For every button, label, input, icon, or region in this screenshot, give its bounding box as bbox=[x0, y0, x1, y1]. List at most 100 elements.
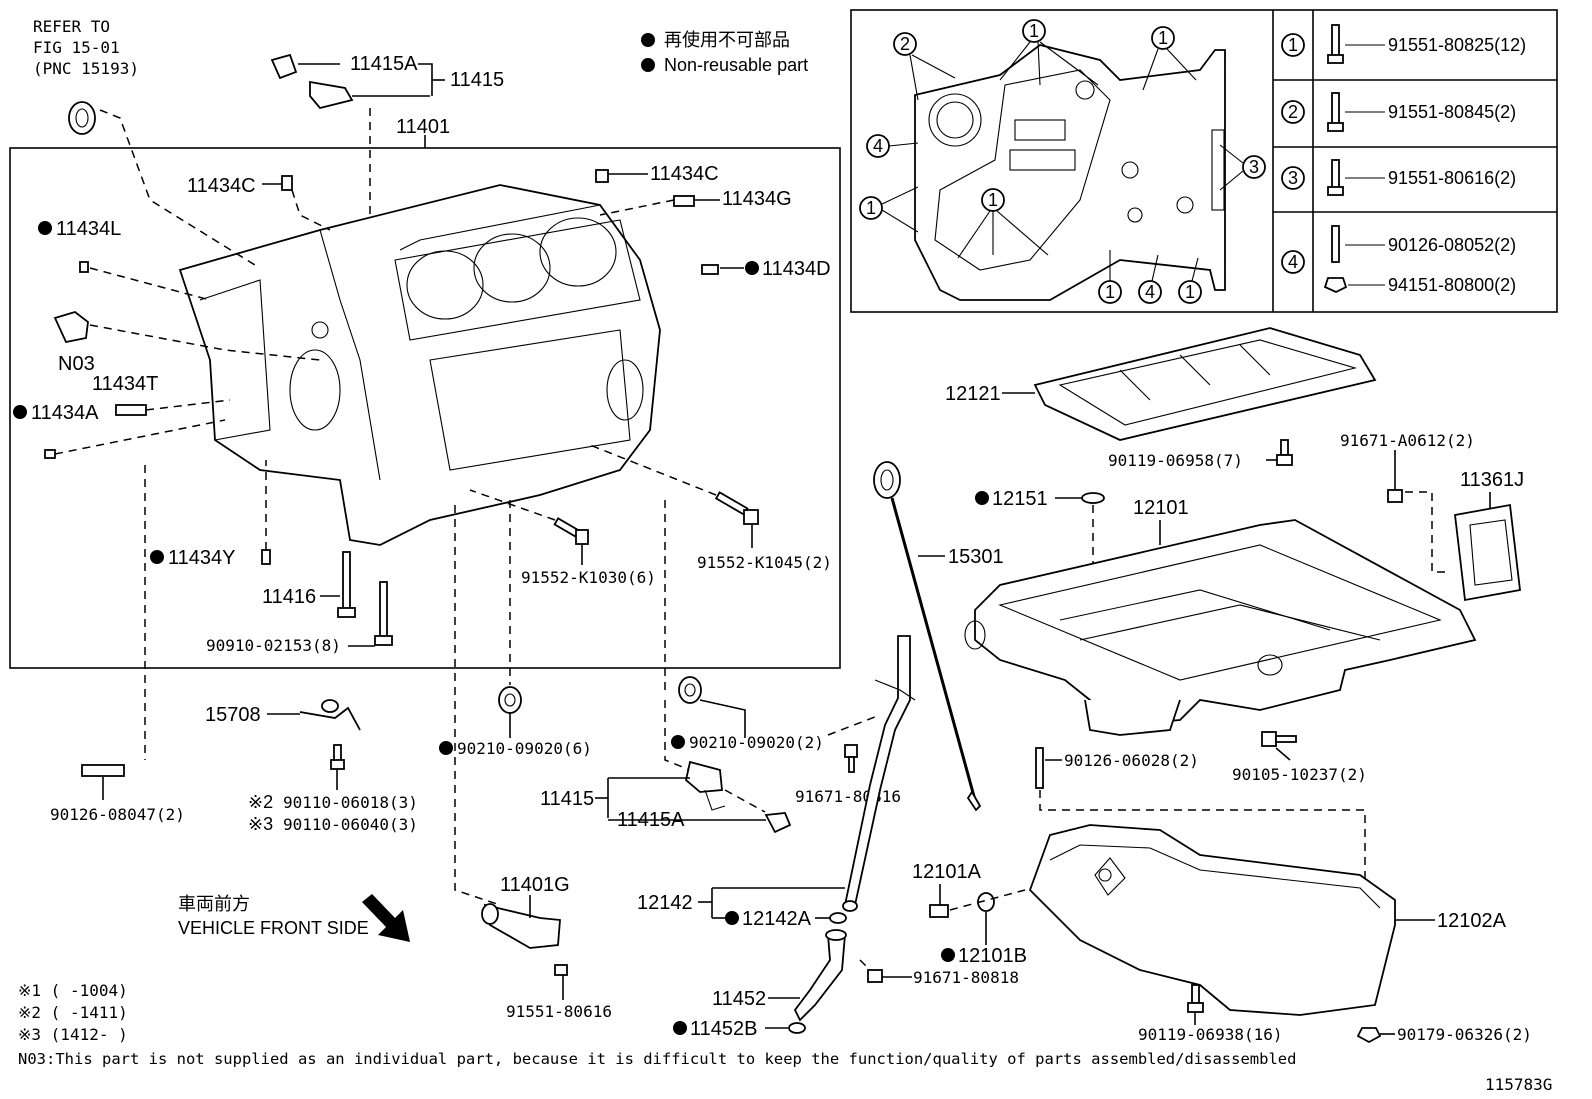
svg-text:1: 1 bbox=[1288, 35, 1298, 55]
label-91671-80818: 91671-80818 bbox=[913, 968, 1019, 987]
label-11434T: 11434T bbox=[92, 373, 158, 395]
svg-text:2: 2 bbox=[900, 34, 910, 54]
refer-line-1: REFER TO bbox=[33, 17, 110, 36]
bolt-table-row-4: 4 90126-08052(2) 94151-80800(2) bbox=[1281, 225, 1516, 295]
label-90210-09020-6: 90210-09020(6) bbox=[457, 739, 592, 758]
label-90126-06028: 90126-06028(2) bbox=[1064, 751, 1199, 770]
label-15708: 15708 bbox=[205, 704, 261, 726]
bolt-table-part-1: 91551-80825(12) bbox=[1388, 35, 1526, 55]
label-12142A: 12142A bbox=[742, 908, 812, 930]
label-11415-bottom: 11415 bbox=[540, 788, 594, 810]
cylinder-block-illustration bbox=[178, 184, 661, 546]
baffle-plate-12121-part bbox=[1033, 327, 1377, 441]
inset-callout-1-d: 1 bbox=[957, 188, 1049, 259]
inset-callout-1-c: 1 bbox=[859, 186, 919, 233]
label-12121: 12121 bbox=[945, 383, 1001, 405]
drain-plug-12101A bbox=[929, 904, 949, 918]
footnote-1: ※1 ( -1004) bbox=[18, 981, 128, 1000]
mark-2: ※2 bbox=[248, 792, 273, 812]
sensor-11415-bottom-part bbox=[685, 760, 792, 834]
footnote-n03: N03:This part is not supplied as an indi… bbox=[18, 1050, 1296, 1068]
inset-callout-1-f: 1 bbox=[1178, 257, 1202, 304]
svg-text:3: 3 bbox=[1288, 168, 1298, 188]
non-reusable-dot-icon bbox=[725, 911, 739, 925]
svg-text:4: 4 bbox=[1288, 252, 1298, 272]
non-reusable-dot-icon bbox=[941, 948, 955, 962]
label-11401: 11401 bbox=[396, 116, 450, 138]
inset-callout-4-b: 4 bbox=[1138, 254, 1162, 304]
oil-seal-part bbox=[68, 101, 96, 135]
label-N03: N03 bbox=[58, 353, 95, 375]
bolt-91552-K1030 bbox=[553, 517, 589, 545]
front-direction-arrow-icon bbox=[362, 894, 410, 942]
svg-text:1: 1 bbox=[1029, 21, 1039, 41]
inset-callout-3: 3 bbox=[1219, 144, 1266, 191]
label-11415A-top: 11415A bbox=[350, 53, 418, 75]
non-reusable-dot-icon bbox=[439, 741, 453, 755]
label-11434G: 11434G bbox=[722, 188, 792, 210]
label-90110-06018: 90110-06018(3) bbox=[283, 793, 418, 812]
label-15301: 15301 bbox=[948, 546, 1004, 568]
dipstick-tube-11452-part bbox=[793, 929, 847, 1022]
mark-3: ※3 bbox=[248, 814, 273, 834]
sensor-11415-part bbox=[270, 53, 354, 110]
label-91552-K1030: 91552-K1030(6) bbox=[521, 568, 656, 587]
label-11401G: 11401G bbox=[500, 874, 570, 896]
label-90210-09020-2: 90210-09020(2) bbox=[689, 733, 824, 752]
inset-callout-1-a: 1 bbox=[999, 19, 1099, 86]
inset-callout-2: 2 bbox=[893, 32, 956, 101]
label-12101B: 12101B bbox=[958, 945, 1027, 967]
label-91551-80616: 91551-80616 bbox=[506, 1002, 612, 1021]
svg-text:2: 2 bbox=[1288, 102, 1298, 122]
non-reusable-dot-icon bbox=[641, 33, 655, 47]
label-11416: 11416 bbox=[262, 586, 316, 608]
refer-line-3: (PNC 15193) bbox=[33, 59, 139, 78]
inset-callout-1-b: 1 bbox=[1142, 26, 1197, 91]
svg-text:1: 1 bbox=[1158, 28, 1168, 48]
bolt-table-row-1: 1 91551-80825(12) bbox=[1281, 24, 1526, 64]
label-90110-06040: 90110-06040(3) bbox=[283, 815, 418, 834]
bolt-table-row-2: 2 91551-80845(2) bbox=[1281, 92, 1516, 132]
inset-frame bbox=[850, 9, 1558, 313]
label-91552-K1045: 91552-K1045(2) bbox=[697, 553, 832, 572]
svg-text:4: 4 bbox=[1145, 282, 1155, 302]
label-12151: 12151 bbox=[992, 488, 1048, 510]
non-reusable-dot-icon bbox=[745, 261, 759, 275]
label-90119-06958: 90119-06958(7) bbox=[1108, 451, 1243, 470]
label-90105-10237: 90105-10237(2) bbox=[1232, 765, 1367, 784]
label-11434L: 11434L bbox=[56, 218, 121, 240]
stud-90126-08047 bbox=[81, 764, 125, 777]
dipstick-guide-12142-part bbox=[842, 635, 916, 912]
label-90126-08047: 90126-08047(2) bbox=[50, 805, 185, 824]
bolt-table-part-2: 91551-80845(2) bbox=[1388, 102, 1516, 122]
footnote-3: ※3 (1412- ) bbox=[18, 1025, 128, 1044]
dipstick-15301-part bbox=[873, 461, 982, 812]
svg-text:3: 3 bbox=[1249, 157, 1259, 177]
label-91671-A0612: 91671-A0612(2) bbox=[1340, 431, 1475, 450]
label-12102A: 12102A bbox=[1437, 910, 1507, 932]
stud-90126-06028 bbox=[1035, 747, 1044, 789]
label-11434Y: 11434Y bbox=[168, 547, 235, 569]
nut-90179-06326 bbox=[1356, 1027, 1382, 1044]
non-reusable-dot-icon bbox=[13, 405, 27, 419]
bolt-91671-80816 bbox=[844, 744, 858, 773]
bolt-table-part-4: 90126-08052(2) bbox=[1388, 235, 1516, 255]
label-11415-top: 11415 bbox=[450, 69, 504, 91]
label-11434C-right: 11434C bbox=[650, 163, 719, 185]
label-11361J: 11361J bbox=[1460, 469, 1524, 491]
bolt-91552-K1045 bbox=[714, 491, 759, 525]
sensor-11401G-part bbox=[481, 903, 561, 949]
timing-cover-illustration bbox=[914, 44, 1226, 301]
svg-text:1: 1 bbox=[1185, 282, 1195, 302]
direction-en: VEHICLE FRONT SIDE bbox=[178, 918, 369, 938]
label-12101A: 12101A bbox=[912, 861, 982, 883]
svg-text:1: 1 bbox=[866, 198, 876, 218]
inset-callout-4-a: 4 bbox=[866, 134, 919, 158]
bolt-table-part-3: 91551-80616(2) bbox=[1388, 168, 1516, 188]
cover-11361J-part bbox=[1454, 503, 1521, 602]
refer-line-2: FIG 15-01 bbox=[33, 38, 120, 57]
legend-jp: 再使用不可部品 bbox=[664, 30, 790, 50]
footnote-2: ※2 ( -1411) bbox=[18, 1003, 128, 1022]
label-12101: 12101 bbox=[1133, 497, 1189, 519]
